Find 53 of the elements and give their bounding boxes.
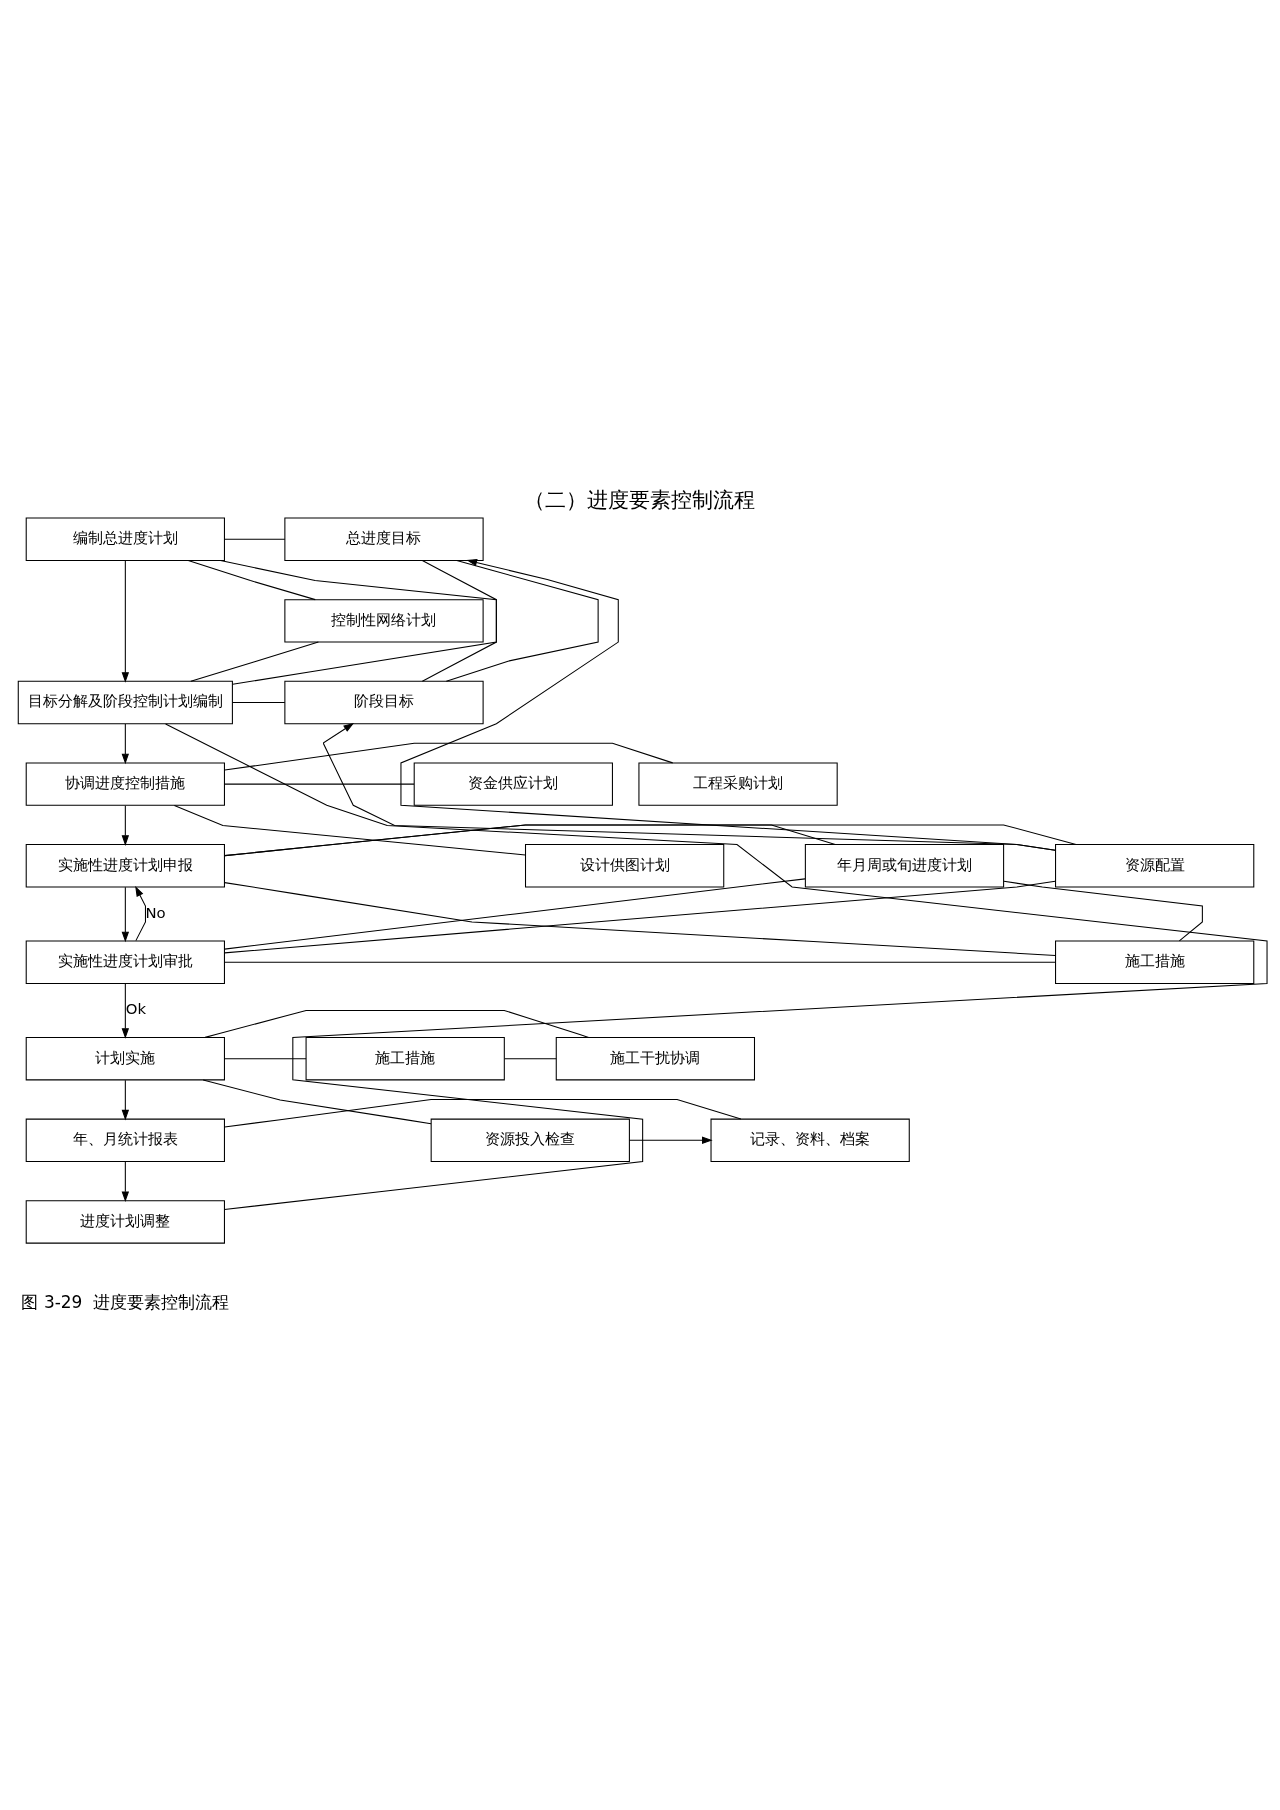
arrow xyxy=(121,982,130,1039)
connector xyxy=(204,1009,590,1038)
connector xyxy=(1003,880,1203,941)
caption: 图 3-29 进度要素控制流程 xyxy=(21,1291,230,1312)
node-box: 编制总进度计划 xyxy=(25,517,225,561)
connector xyxy=(224,538,286,540)
node-box: 资源配置 xyxy=(1055,843,1255,887)
node-box: 进度计划调整 xyxy=(25,1199,225,1244)
node-box: 记录、资料、档案 xyxy=(710,1118,910,1162)
node-box: 年、月统计报表 xyxy=(25,1118,225,1162)
connector xyxy=(187,559,316,600)
connector xyxy=(223,1057,307,1059)
arrow xyxy=(121,1160,130,1202)
arrow xyxy=(121,804,130,846)
connector xyxy=(190,641,319,682)
connector xyxy=(445,559,599,682)
edge-label: Ok xyxy=(125,999,147,1017)
node-box: 目标分解及阶段控制计划编制 xyxy=(17,680,233,724)
diagram-title: （二）进度要素控制流程 xyxy=(524,486,756,512)
connector xyxy=(504,1057,557,1059)
edge-label: No xyxy=(145,903,166,921)
node-box: 施工措施 xyxy=(1055,940,1255,984)
connector xyxy=(173,804,526,855)
connector xyxy=(224,742,674,771)
node-box: 施工措施 xyxy=(305,1036,505,1080)
node-box: 实施性进度计划审批 xyxy=(25,940,225,984)
arrow xyxy=(121,559,130,683)
connector xyxy=(224,823,1077,856)
connector xyxy=(231,701,286,703)
connector xyxy=(224,1098,742,1128)
connector xyxy=(224,783,415,785)
node-box: 实施性进度计划申报 xyxy=(25,843,225,887)
node-box: 资源投入检查 xyxy=(430,1118,630,1162)
connector xyxy=(224,877,806,950)
arrow xyxy=(121,1079,130,1120)
node-box: 施工干扰协调 xyxy=(555,1036,755,1080)
arrow xyxy=(121,723,130,764)
connector xyxy=(224,961,1056,963)
node-box: 阶段目标 xyxy=(284,680,484,724)
node-box: 协调进度控制措施 xyxy=(25,761,225,806)
arrow xyxy=(323,722,1056,851)
node-box: 控制性网络计划 xyxy=(284,598,484,643)
node-box: 总进度目标 xyxy=(284,517,484,561)
arrow xyxy=(121,886,130,942)
node-box: 计划实施 xyxy=(25,1036,225,1080)
arrow xyxy=(628,1136,713,1144)
arrow xyxy=(135,885,146,941)
node-box: 工程采购计划 xyxy=(638,761,838,806)
node-box: 年月周或旬进度计划 xyxy=(804,843,1005,887)
connector xyxy=(202,1078,432,1124)
node-box: 资金供应计划 xyxy=(413,761,613,806)
connector xyxy=(165,722,1268,1210)
node-box: 设计供图计划 xyxy=(525,843,725,887)
